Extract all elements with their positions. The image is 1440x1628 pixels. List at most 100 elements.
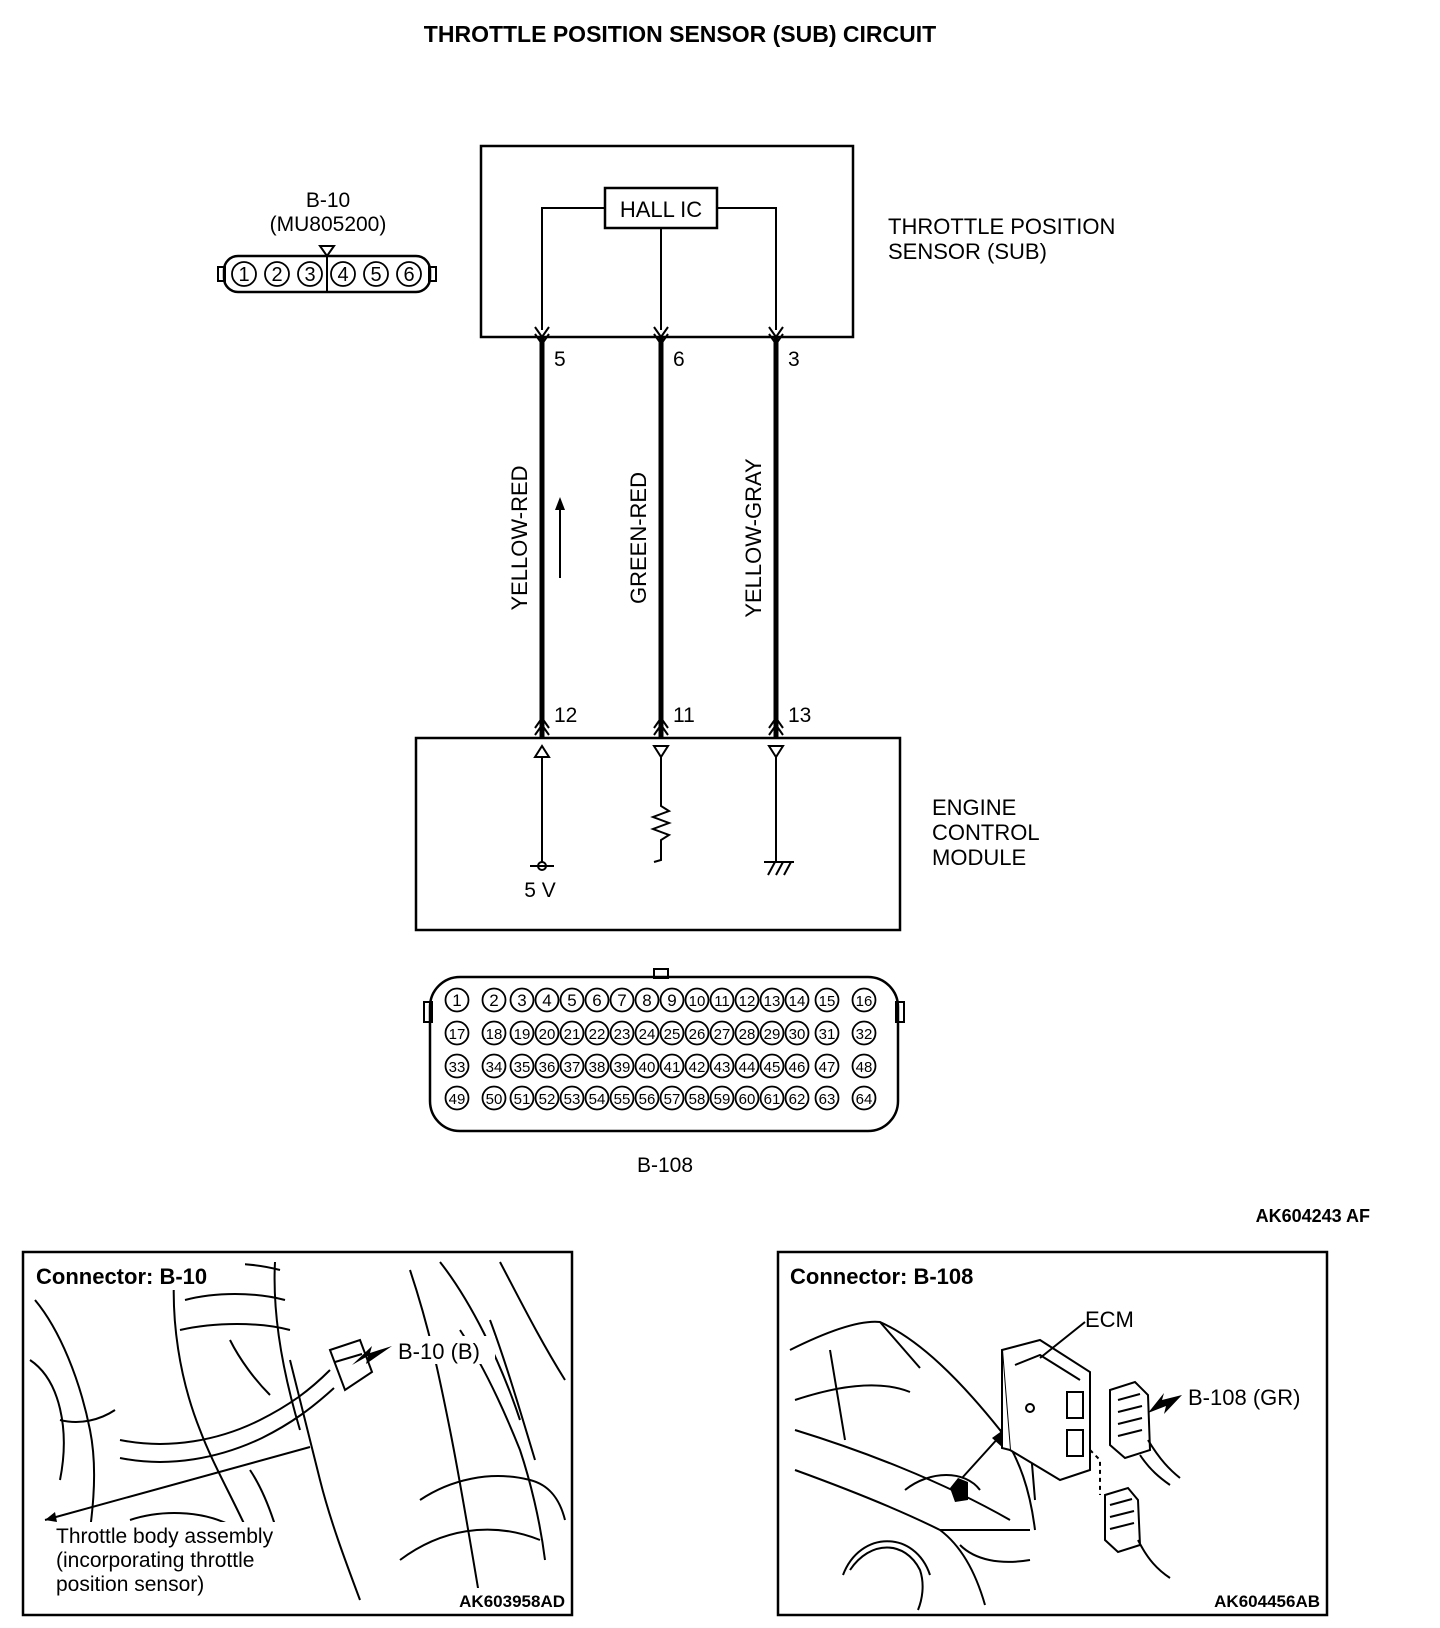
- b108-pin-label: 26: [689, 1026, 706, 1043]
- b108-pin-label: 47: [819, 1059, 836, 1076]
- b108-pin-22: [584, 1020, 610, 1046]
- b108-pin-label: 63: [819, 1091, 836, 1108]
- b108-pin-11: [709, 987, 735, 1013]
- b108-pin-label: 51: [514, 1091, 531, 1108]
- b10-pin-label: 3: [304, 264, 315, 286]
- b108-pin-label: 8: [642, 991, 651, 1010]
- b108-pin-14: [784, 987, 810, 1013]
- panel-left-caption-line3: position sensor): [56, 1573, 204, 1596]
- b108-pin-39: [609, 1053, 635, 1079]
- b108-pin-label: 10: [689, 993, 706, 1010]
- connector-b10-key-icon: [318, 245, 336, 258]
- sensor-pin-number: 3: [788, 348, 800, 371]
- b108-pin-label: 59: [714, 1091, 731, 1108]
- panel-left-caption-line2: (incorporating throttle: [56, 1549, 254, 1572]
- ecm-label-line3: MODULE: [932, 845, 1026, 870]
- b108-pin-8: [634, 987, 660, 1013]
- b108-callout-arrow-icon: [1148, 1393, 1182, 1414]
- b10-pin-label: 5: [370, 264, 381, 286]
- b108-pin-label: 62: [789, 1091, 806, 1108]
- b108-pin-20: [534, 1020, 560, 1046]
- b108-pin-17: [444, 1020, 470, 1046]
- b108-pin-9: [659, 987, 685, 1013]
- b10-pin-label: 4: [337, 264, 348, 286]
- b108-pin-37: [559, 1053, 585, 1079]
- wire-color-label: YELLOW-RED: [507, 465, 532, 610]
- b108-pin-45: [759, 1053, 785, 1079]
- b108-pin-18: [481, 1020, 507, 1046]
- b108-pin-32: [851, 1020, 877, 1046]
- ecm-terminal-icon: [768, 716, 784, 729]
- sensor-label-line2: SENSOR (SUB): [888, 239, 1047, 264]
- b108-pin-46: [784, 1053, 810, 1079]
- b108-pin-label: 53: [564, 1091, 581, 1108]
- ecm-pin-number: 13: [788, 704, 811, 727]
- b108-pin-label: 33: [449, 1059, 466, 1076]
- b10-pin-6: [396, 261, 422, 287]
- b108-pin-label: 19: [514, 1026, 531, 1043]
- b108-pin-label: 49: [449, 1091, 466, 1108]
- b108-pin-label: 25: [664, 1026, 681, 1043]
- b108-pin-10: [684, 987, 710, 1013]
- b108-pin-label: 20: [539, 1026, 556, 1043]
- b108-pin-label: 15: [819, 993, 836, 1010]
- b108-pin-19: [509, 1020, 535, 1046]
- b108-pin-label: 56: [639, 1091, 656, 1108]
- b108-pin-50: [481, 1085, 507, 1111]
- b108-pin-48: [851, 1053, 877, 1079]
- b108-pin-label: 32: [856, 1026, 873, 1043]
- b108-pin-label: 27: [714, 1026, 731, 1043]
- b108-pin-label: 45: [764, 1059, 781, 1076]
- b108-pin-24: [634, 1020, 660, 1046]
- b108-pin-label: 61: [764, 1091, 781, 1108]
- b108-pin-label: 14: [789, 993, 806, 1010]
- sensor-label-line1: THROTTLE POSITION: [888, 214, 1115, 239]
- b108-pin-label: 46: [789, 1059, 806, 1076]
- b108-pin-6: [584, 987, 610, 1013]
- b108-pin-1: [444, 987, 470, 1013]
- b108-pin-53: [559, 1085, 585, 1111]
- b108-pin-3: [509, 987, 535, 1013]
- figure-code-main: AK604243 AF: [1256, 1206, 1370, 1226]
- b108-pin-25: [659, 1020, 685, 1046]
- b108-pin-49: [444, 1085, 470, 1111]
- b10-pin-2: [264, 261, 290, 287]
- b108-pin-33: [444, 1053, 470, 1079]
- panel-left-callout: B-10 (B): [398, 1339, 480, 1364]
- ecm-module-illustration: [1000, 1338, 1091, 1482]
- sensor-pin-number: 5: [554, 348, 566, 371]
- b108-pin-4: [534, 987, 560, 1013]
- b108-pin-label: 28: [739, 1026, 756, 1043]
- panel-connector-b108: Connector: B-108: [776, 1250, 1329, 1617]
- b108-pin-label: 9: [667, 991, 676, 1010]
- b108-pin-56: [634, 1085, 660, 1111]
- b108-pin-7: [609, 987, 635, 1013]
- b108-pin-13: [759, 987, 785, 1013]
- panel-left-figure-code: AK603958AD: [459, 1592, 565, 1611]
- b108-pin-label: 58: [689, 1091, 706, 1108]
- b108-pin-label: 41: [664, 1059, 681, 1076]
- b108-pin-label: 21: [564, 1026, 581, 1043]
- ecm-pin-number: 12: [554, 704, 577, 727]
- b108-pin-57: [659, 1085, 685, 1111]
- b108-pin-43: [709, 1053, 735, 1079]
- ecm-label-line1: ENGINE: [932, 795, 1016, 820]
- panel-right-figure-code: AK604456AB: [1214, 1592, 1320, 1611]
- b108-pin-label: 40: [639, 1059, 656, 1076]
- b108-pin-label: 50: [486, 1091, 503, 1108]
- b108-pin-61: [759, 1085, 785, 1111]
- ecm-label-line2: CONTROL: [932, 820, 1040, 845]
- b108-pin-label: 39: [614, 1059, 631, 1076]
- b108-pin-36: [534, 1053, 560, 1079]
- b108-pin-label: 30: [789, 1026, 806, 1043]
- ecm-ground-icon: [764, 745, 794, 876]
- b108-pin-label: 22: [589, 1026, 606, 1043]
- b108-pin-27: [709, 1020, 735, 1046]
- b108-pin-label: 3: [517, 991, 526, 1010]
- b108-pin-label: 34: [486, 1059, 503, 1076]
- b108-pin-label: 38: [589, 1059, 606, 1076]
- panel-right-title: Connector: B-108: [790, 1264, 973, 1289]
- b108-pin-label: 13: [764, 993, 781, 1010]
- b108-pin-51: [509, 1085, 535, 1111]
